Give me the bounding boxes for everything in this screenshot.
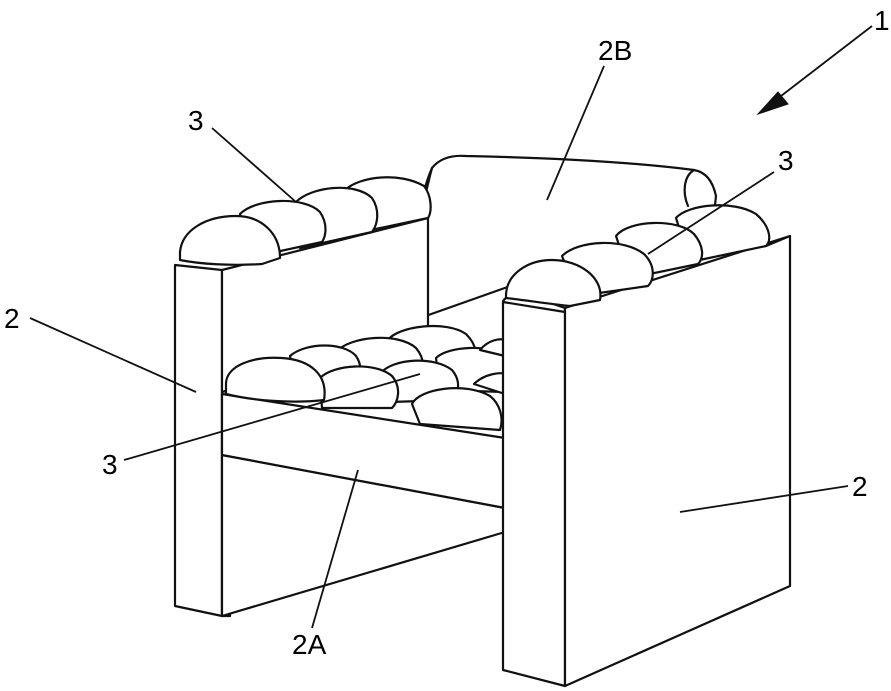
armrest-right: [501, 234, 792, 688]
cushions-right-arm: [504, 204, 792, 308]
label-cushion-left-arm: 3: [188, 105, 204, 136]
label-backrest: 2B: [598, 35, 632, 66]
label-cushion-seat: 3: [102, 449, 118, 480]
cushions-left-arm: [178, 176, 432, 266]
label-armrest-left: 2: [4, 303, 20, 334]
labels: 1 2B 3 3 2 3 2 2A: [4, 5, 890, 660]
label-armrest-right: 2: [852, 471, 868, 502]
leader-lines: [29, 25, 873, 629]
label-seat: 2A: [292, 629, 327, 660]
label-figure-ref: 1: [874, 5, 890, 36]
arrow-head-icon: [756, 91, 789, 116]
label-cushion-right-arm: 3: [778, 145, 794, 176]
